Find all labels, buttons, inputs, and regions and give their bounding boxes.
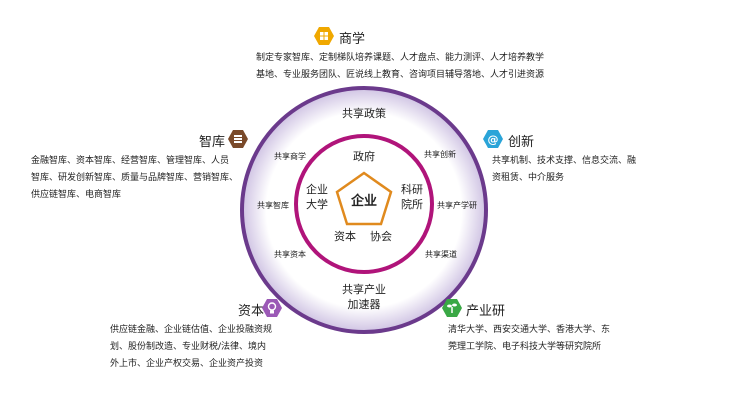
grid-icon [314, 26, 334, 46]
category-title-shangxue: 商学 [339, 32, 366, 47]
svg-text:@: @ [488, 133, 499, 146]
category-desc-ziben: 供应链金融、企业链估值、企业投融资规 划、股份制改造、专业财税/法律、境内 外上… [110, 322, 272, 373]
ring-label-chuangxin: 共享创新 [424, 149, 456, 159]
category-desc-shangxue: 制定专家智库、定制梯队培养课题、人才盘点、能力测评、人才培养教学 基地、专业服务… [256, 50, 544, 84]
desc-line: 制定专家智库、定制梯队培养课题、人才盘点、能力测评、人才培养教学 [256, 53, 545, 63]
outer-label-chanye-1: 共享产业 [342, 282, 386, 296]
desc-line: 基地、专业服务团队、匠说线上教育、咨询项目辅导落地、人才引进资源 [256, 70, 545, 80]
desc-line: 清华大学、西安交通大学、香港大学、东 [448, 325, 611, 335]
plant-icon [442, 298, 462, 318]
ring-label-ziben: 共享资本 [274, 249, 306, 259]
category-desc-zhiku: 金融智库、资本智库、经营智库、管理智库、人员 智库、研发创新智库、质量与品牌智库… [31, 153, 238, 204]
category-title-zhiku: 智库 [199, 135, 226, 150]
ring-label-shangxue: 共享商学 [274, 151, 306, 161]
category-desc-chuangxin: 共享机制、技术支撑、信息交流、融 资租赁、中介服务 [492, 153, 636, 187]
desc-line: 莞理工学院、电子科技大学等研究院所 [448, 342, 602, 352]
inner-left-label-1: 企业 [306, 182, 328, 196]
inner-left-label-2: 大学 [306, 197, 328, 211]
desc-line: 供应链智库、电商智库 [31, 190, 122, 200]
category-desc-chanyeyan: 清华大学、西安交通大学、香港大学、东 莞理工学院、电子科技大学等研究院所 [448, 322, 610, 356]
core-label: 企业 [350, 193, 377, 209]
category-title-chuangxin: 创新 [508, 135, 535, 150]
desc-line: 划、股份制改造、专业财税/法律、境内 [110, 342, 267, 352]
inner-right-label-1: 科研 [401, 182, 423, 196]
category-title-chanyeyan: 产业研 [466, 304, 506, 319]
inner-bottom-right-label: 协会 [370, 229, 392, 243]
lightbulb-icon [262, 298, 282, 318]
outer-label-zhengce: 共享政策 [342, 106, 386, 120]
core-pentagon [335, 171, 393, 226]
desc-line: 供应链金融、企业链估值、企业投融资规 [110, 325, 273, 335]
ring-label-zhiku: 共享智库 [257, 200, 289, 210]
inner-bottom-left-label: 资本 [334, 229, 356, 243]
outer-label-chanye-2: 加速器 [348, 298, 381, 311]
desc-line: 金融智库、资本智库、经营智库、管理智库、人员 [31, 156, 230, 166]
desc-line: 外上市、企业产权交易、企业资产投资 [110, 359, 264, 369]
ring-label-chanxueyan: 共享产学研 [437, 200, 477, 210]
category-title-ziben: 资本 [238, 304, 265, 319]
inner-top-label: 政府 [353, 149, 375, 163]
inner-right-label-2: 院所 [401, 197, 423, 211]
at-icon: @ [483, 129, 503, 149]
desc-line: 智库、研发创新智库、质量与品牌智库、营销智库、 [31, 173, 239, 183]
desc-line: 共享机制、技术支撑、信息交流、融 [492, 156, 637, 166]
desc-line: 资租赁、中介服务 [492, 173, 565, 183]
ring-label-qudao: 共享渠道 [425, 249, 457, 259]
database-icon [228, 129, 248, 149]
